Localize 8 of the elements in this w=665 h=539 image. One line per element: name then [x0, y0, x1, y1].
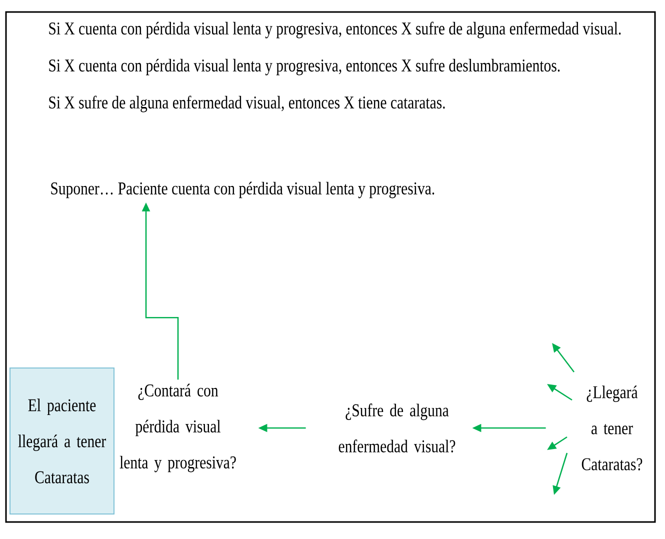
assumption-text: Suponer… Paciente cuenta con pérdida visual lenta y progresiva.	[51, 182, 434, 198]
goal-box: El paciente llegará a tener Cataratas	[10, 368, 114, 514]
question-text: ¿Sufre de alguna enfermedad visual?	[338, 404, 456, 452]
rule-text: Si X sufre de alguna enfermedad visual, entonces X tiene cataratas.	[49, 96, 445, 112]
rule-text: Si X cuenta con pérdida visual lenta y progresiva, entonces X sufre deslumbramientos.	[49, 58, 560, 76]
rule-text: Si X cuenta con pérdida visual lenta y progresiva, entonces X sufre de alguna enfermedad visual.	[49, 22, 621, 38]
question-text: ¿Llegará a tener Cataratas?	[582, 386, 642, 470]
question-text: ¿Contará con pérdida visual lenta y progresiva?	[120, 384, 236, 472]
